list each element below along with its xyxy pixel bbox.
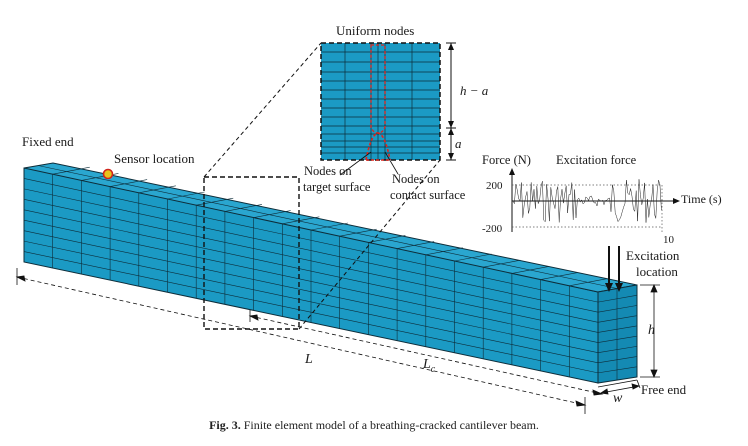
beam-mesh-top	[224, 204, 263, 212]
caption-text: Finite element model of a breathing-crac…	[243, 418, 539, 432]
a-label: a	[455, 136, 462, 151]
caption-prefix: Fig. 3.	[209, 418, 241, 432]
beam-mesh-end	[597, 346, 638, 353]
crack-detail-inset	[320, 42, 441, 161]
w-label: w	[613, 391, 623, 406]
beam-mesh-top	[167, 191, 205, 200]
force-signal-line	[511, 179, 662, 223]
beam-mesh-top	[368, 235, 406, 243]
L-label: L	[304, 352, 313, 367]
excitation-location-label-line2: location	[636, 264, 678, 279]
uniform-nodes-label: Uniform nodes	[336, 23, 414, 38]
chart-ytick-neg200: -200	[482, 223, 503, 235]
zoom-line-left	[203, 42, 322, 178]
excitation-arrows	[605, 246, 623, 292]
beam-mesh-end	[597, 315, 638, 323]
beam-mesh-top	[52, 166, 90, 175]
nodes-target-label-line1: Nodes on	[304, 164, 352, 178]
inset-dimensions	[446, 42, 456, 161]
beam-mesh-top	[196, 197, 234, 206]
nodes-contact-label-line2: contact surface	[390, 188, 466, 202]
beam-mesh-top	[339, 228, 377, 237]
beam-mesh-top	[282, 216, 320, 225]
beam-mesh-top	[138, 185, 176, 194]
beam-free-end-face	[597, 284, 638, 384]
beam-mesh-end	[597, 305, 638, 313]
beam-mesh-top	[425, 247, 463, 256]
contact-surface-pointer	[384, 151, 399, 175]
sensor-location-marker	[102, 168, 114, 180]
beam-mesh-end	[597, 356, 638, 364]
beam-mesh-top	[310, 222, 349, 231]
h-minus-a-label: h − a	[460, 83, 489, 98]
nodes-contact-label-line1: Nodes on	[392, 172, 440, 186]
Lc-label: Lc	[422, 357, 436, 375]
beam-mesh-end	[597, 325, 638, 333]
free-end-label: Free end	[641, 382, 687, 397]
chart-xlabel: Time (s)	[681, 192, 722, 206]
target-surface-pointer	[339, 151, 372, 176]
beam-mesh-top	[454, 253, 492, 262]
excitation-location-label-line1: Excitation	[626, 248, 680, 263]
beam-mesh-top	[110, 179, 148, 187]
Lc-label-main: L	[422, 357, 431, 372]
chart-ytick-200: 200	[486, 180, 503, 192]
beam-mesh-end	[597, 366, 638, 374]
chart-ylabel: Force (N)	[482, 153, 531, 167]
crack-tip-nodes	[365, 132, 391, 161]
cantilever-beam	[23, 162, 638, 384]
beam-mesh-top	[397, 241, 435, 249]
zoom-line-right	[298, 159, 441, 330]
beam-mesh-end	[597, 335, 638, 343]
beam-mesh	[23, 165, 638, 380]
excitation-force-chart	[509, 168, 680, 232]
h-label: h	[648, 323, 655, 338]
chart-xtick-10: 10	[663, 234, 675, 246]
fixed-end-label: Fixed end	[22, 134, 74, 149]
chart-title: Excitation force	[556, 153, 637, 167]
nodes-target-label-line2: target surface	[303, 180, 371, 194]
sensor-location-label: Sensor location	[114, 151, 195, 166]
inset-mesh	[321, 43, 440, 160]
beam-dimensions	[15, 268, 660, 414]
figure-caption: Fig. 3. Finite element model of a breath…	[0, 418, 748, 433]
beam-mesh-top-long	[37, 165, 618, 289]
beam-mesh-end	[597, 294, 638, 303]
beam-mesh-top	[253, 210, 291, 218]
Lc-label-sub: c	[431, 364, 436, 375]
beam-mesh-top	[483, 259, 521, 268]
crack-region-box	[203, 176, 300, 330]
